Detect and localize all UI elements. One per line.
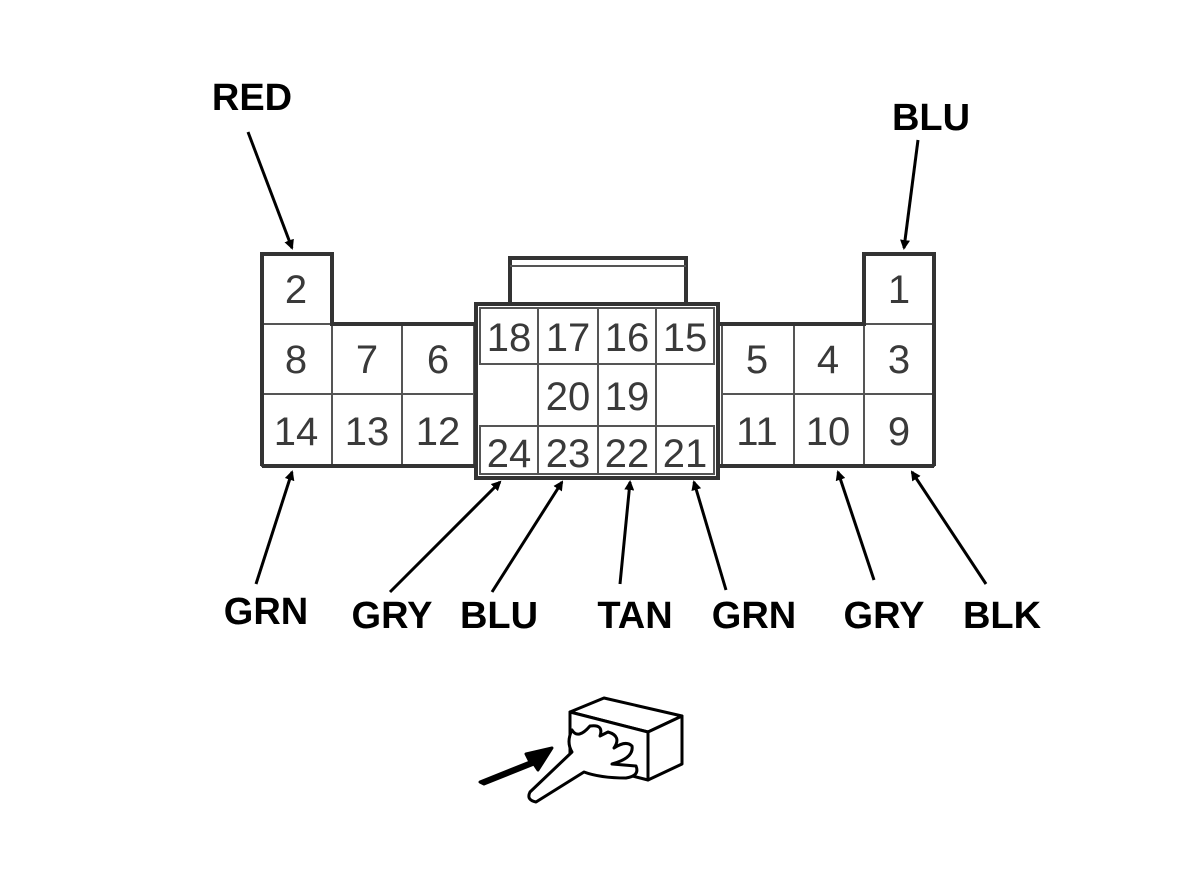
connector-body <box>260 252 936 480</box>
pin-24: 24 <box>487 432 532 476</box>
pin-6: 6 <box>427 338 449 382</box>
pin-1: 1 <box>888 268 910 312</box>
pin-13: 13 <box>345 410 390 454</box>
pin-9: 9 <box>888 410 910 454</box>
pin-14: 14 <box>274 410 319 454</box>
pin-10: 10 <box>806 410 851 454</box>
wire-label-pin-14: GRN <box>224 591 308 633</box>
wire-labels: RED BLU GRN GRY BLU TAN GRN GRY BLK <box>212 77 1042 637</box>
pin-8: 8 <box>285 338 307 382</box>
wire-label-pin-23: BLU <box>460 595 538 637</box>
arrow-pin-1 <box>900 139 920 250</box>
pin-3: 3 <box>888 338 910 382</box>
pin-12: 12 <box>416 410 461 454</box>
arrow-pin-9 <box>910 470 988 585</box>
pin-20: 20 <box>546 375 591 419</box>
pin-23: 23 <box>546 432 591 476</box>
pin-22: 22 <box>605 432 650 476</box>
pin-labels: 1 2 3 4 5 6 7 8 9 10 11 12 13 14 15 16 1… <box>274 268 910 476</box>
pin-5: 5 <box>746 338 768 382</box>
pin-21: 21 <box>663 432 708 476</box>
pin-16: 16 <box>605 316 650 360</box>
pin-2: 2 <box>285 268 307 312</box>
pin-17: 17 <box>546 316 591 360</box>
arrow-pin-14 <box>254 470 295 585</box>
wire-label-pin-1: BLU <box>892 97 970 139</box>
pin-7: 7 <box>356 338 378 382</box>
arrow-pin-23 <box>490 480 564 593</box>
pin-18: 18 <box>487 316 532 360</box>
pin-4: 4 <box>817 338 839 382</box>
pin-19: 19 <box>605 375 650 419</box>
leader-arrows <box>246 131 988 594</box>
wire-label-pin-21: GRN <box>712 595 796 637</box>
wire-label-pin-10: GRY <box>844 595 925 637</box>
wire-label-pin-2: RED <box>212 77 292 119</box>
arrow-pin-2 <box>246 131 294 250</box>
arrow-pin-24 <box>388 480 502 594</box>
wire-label-pin-9: BLK <box>963 595 1042 637</box>
arrow-pin-21 <box>691 480 728 591</box>
wire-label-pin-22: TAN <box>597 595 672 637</box>
pin-11: 11 <box>736 410 778 454</box>
wire-label-pin-24: GRY <box>352 595 433 637</box>
arrow-pin-22 <box>618 480 635 585</box>
pin-15: 15 <box>663 316 708 360</box>
connector-hand-icon <box>478 696 684 804</box>
arrow-pin-10 <box>835 470 876 581</box>
